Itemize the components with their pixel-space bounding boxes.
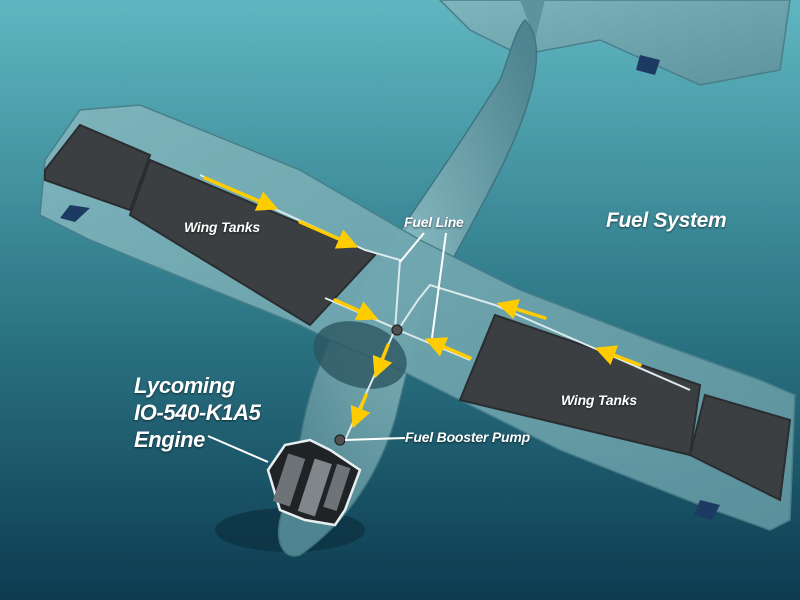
engine-pointer <box>207 435 269 463</box>
engine-cylinder-bank-right <box>323 463 351 512</box>
fuel-flow-arrows <box>203 176 642 429</box>
engine-label-line-2: IO-540-K1A5 <box>134 400 261 425</box>
fuel-line-pointer-right <box>431 232 447 339</box>
fuel-selector-junction <box>391 324 403 336</box>
fuel-line-label: Fuel Line <box>404 214 464 230</box>
flow-arrow <box>333 298 379 321</box>
flow-arrow <box>424 337 472 360</box>
flow-arrow <box>298 220 359 249</box>
engine-label: Lycoming IO-540-K1A5 Engine <box>134 372 261 453</box>
diagram-title: Fuel System <box>606 209 727 232</box>
engine-label-line-1: Lycoming <box>134 373 235 398</box>
fuel-booster-pump-pointer <box>344 437 406 441</box>
engine-cylinder-bank-center <box>297 458 332 517</box>
wing-tank-right-inner <box>458 313 702 457</box>
wing-tanks-left-label: Wing Tanks <box>184 219 260 235</box>
flow-arrow <box>350 393 371 429</box>
fuel-line-pointer-left <box>399 232 425 263</box>
flow-arrow <box>496 299 547 320</box>
fuel-line-right <box>397 283 691 391</box>
flow-arrow <box>203 176 279 211</box>
engine-label-line-3: Engine <box>134 427 205 452</box>
wing-tank-right-outer <box>688 393 792 502</box>
flow-arrow <box>372 343 393 379</box>
fuel-booster-pump-label: Fuel Booster Pump <box>405 429 530 445</box>
flow-arrow <box>594 345 642 367</box>
label-pointers <box>207 232 447 463</box>
wing-tank-left-outer <box>44 123 152 212</box>
tail-fin <box>520 0 545 40</box>
wing-stripe-right <box>694 500 720 520</box>
fuel-booster-pump-icon <box>334 434 346 446</box>
wing-stripe-left <box>60 205 90 222</box>
engine-block-icon <box>266 438 362 527</box>
wing-tanks-right-label: Wing Tanks <box>561 392 637 408</box>
tail-stripe <box>636 55 660 75</box>
wing-tank-left-inner <box>128 158 377 327</box>
engine-cylinder-bank-left <box>272 453 306 507</box>
